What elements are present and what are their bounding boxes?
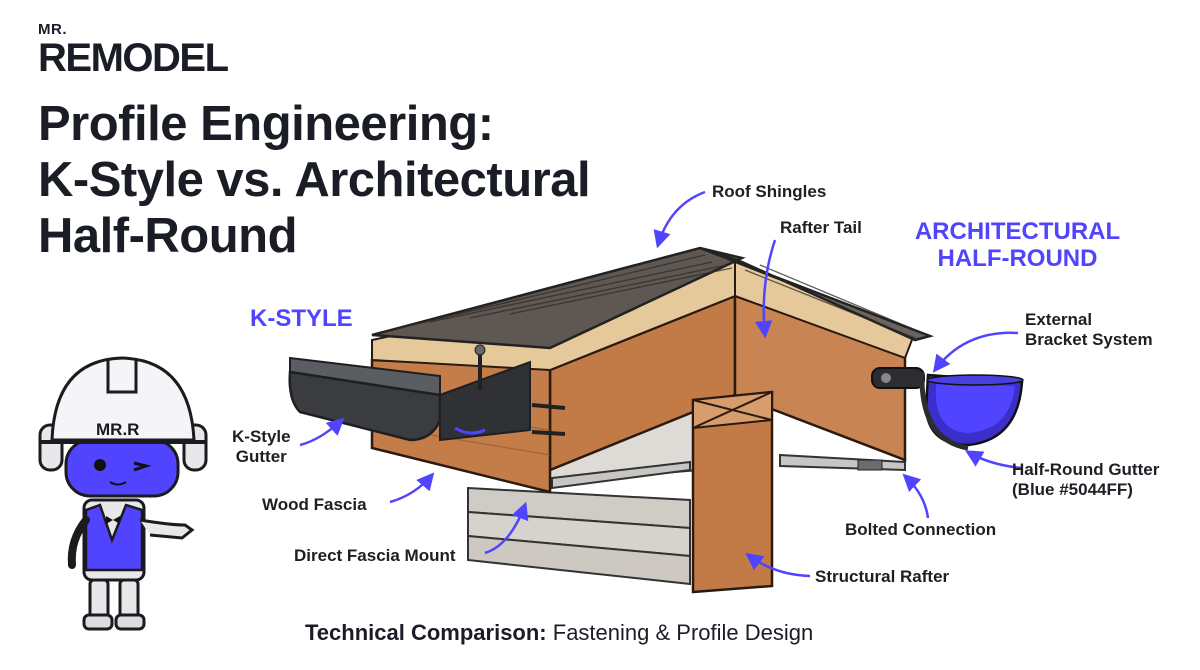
half-round-heading: ARCHITECTURAL HALF-ROUND [905, 218, 1130, 272]
label-external-bracket: External Bracket System [1025, 310, 1153, 350]
label-k-style-gutter-line2: Gutter [235, 447, 287, 466]
k-style-gutter [288, 370, 442, 442]
title-line-1: Profile Engineering: [38, 97, 494, 151]
bolted-connection-plate [857, 459, 883, 471]
label-k-style-gutter-line1: K-Style [232, 427, 291, 446]
callout-arrows [299, 190, 1023, 578]
siding-boards [467, 408, 701, 586]
label-roof-shingles: Roof Shingles [712, 182, 827, 201]
label-structural-rafter: Structural Rafter [815, 567, 950, 586]
label-half-round-gutter-line1: Half-Round Gutter [1012, 460, 1160, 479]
mascot-mr-r [38, 356, 208, 631]
roof-shingles-right [699, 246, 935, 342]
label-bolted-connection: Bolted Connection [845, 520, 997, 539]
brand-line1: MR. [38, 21, 67, 38]
label-half-round-gutter-line2: (Blue #5044FF) [1012, 480, 1133, 499]
roof-shingles-left [371, 246, 746, 350]
page-title: Profile Engineering: K-Style vs. Archite… [38, 96, 591, 264]
brand-line2: REMODEL [38, 36, 229, 80]
label-k-style-gutter: K-Style Gutter [232, 427, 291, 467]
title-line-3: Half-Round [38, 209, 298, 263]
footer-caption: Technical Comparison: Fastening & Profil… [305, 620, 813, 646]
label-direct-fascia-mount: Direct Fascia Mount [294, 546, 456, 565]
label-external-bracket-line1: External [1025, 310, 1093, 329]
footer-bold: Technical Comparison: [305, 620, 547, 645]
label-rafter-tail: Rafter Tail [780, 218, 862, 237]
external-bracket [871, 367, 925, 389]
half-round-heading-line1: ARCHITECTURAL [914, 218, 1121, 245]
half-round-heading-line2: HALF-ROUND [937, 245, 1098, 272]
footer-rest: Fastening & Profile Design [546, 620, 814, 645]
label-wood-fascia: Wood Fascia [262, 495, 367, 514]
title-line-2: K-Style vs. Architectural [38, 153, 591, 207]
soffit-right [779, 453, 906, 472]
soffit-left [551, 460, 691, 490]
label-external-bracket-line2: Bracket System [1025, 330, 1153, 349]
mascot-helmet-text: MR.R [96, 420, 140, 439]
k-style-heading: K-STYLE [250, 305, 353, 332]
brand-logo: MR. REMODEL [38, 21, 229, 80]
label-half-round-gutter: Half-Round Gutter (Blue #5044FF) [1012, 460, 1159, 500]
